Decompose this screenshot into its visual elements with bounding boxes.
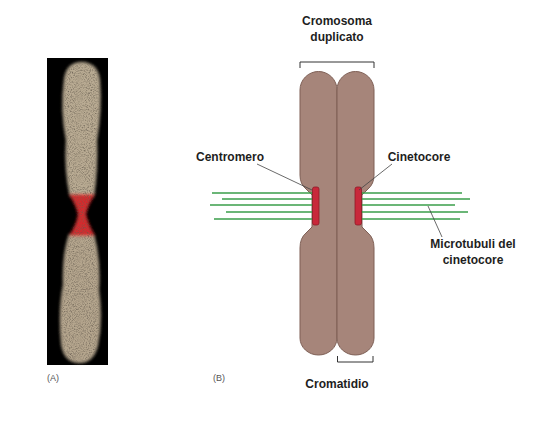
centromere-stain — [69, 194, 95, 236]
leader-lines — [257, 164, 442, 237]
chromatid — [300, 72, 337, 356]
leader-line — [428, 206, 442, 237]
leader-line — [359, 164, 392, 190]
part-label: Microtubuli del cinetocore — [410, 236, 536, 268]
microtubule — [222, 198, 314, 199]
microtubule — [210, 204, 314, 205]
microtubule — [360, 204, 455, 205]
kinetochore — [355, 187, 362, 225]
panel-label: (A) — [47, 373, 77, 384]
bracket — [300, 62, 374, 68]
kinetochore — [313, 187, 320, 225]
microtubule — [360, 198, 470, 199]
bracket — [338, 356, 374, 362]
chromosome-arm — [62, 62, 100, 197]
microtubule — [212, 192, 314, 193]
microtubule — [226, 211, 314, 212]
microtubule — [360, 218, 460, 219]
duplicated-chromosome — [300, 72, 374, 356]
chromosome-micrograph — [60, 62, 101, 363]
microtubule — [214, 218, 314, 219]
structure-title: Cromosoma duplicato — [282, 13, 392, 45]
part-label: Centromero — [192, 149, 268, 165]
part-label: Cromatidio — [292, 376, 382, 392]
panel-label: (B) — [213, 373, 243, 384]
kinetochore-microtubules — [210, 193, 470, 219]
microtubule — [360, 211, 468, 212]
part-label: Cinetocore — [381, 149, 457, 165]
micrograph-background — [47, 58, 108, 365]
microtubule — [360, 192, 462, 193]
chromosome-arm — [60, 234, 101, 363]
chromatid — [337, 72, 374, 356]
leader-line — [257, 164, 312, 190]
